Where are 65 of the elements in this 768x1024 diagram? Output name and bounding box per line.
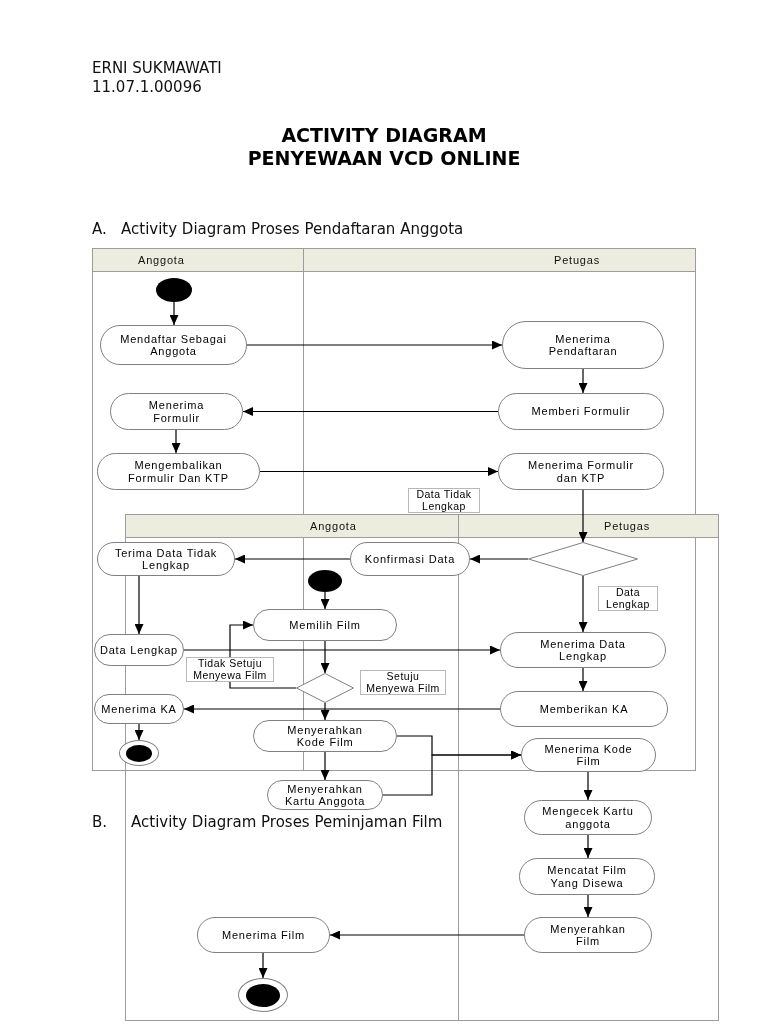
activity-node: Memberi Formulir xyxy=(498,393,664,430)
activity-node: Menyerahkan Kartu Anggota xyxy=(267,780,383,810)
decision-diamond xyxy=(528,542,638,576)
arrow xyxy=(583,834,593,859)
edge-label: Setuju Menyewa Film xyxy=(360,670,446,695)
arrow xyxy=(258,952,268,979)
arrow xyxy=(246,340,503,350)
arrow xyxy=(578,667,588,692)
arrow xyxy=(320,640,330,674)
arrow xyxy=(578,575,588,633)
activity-node: Menyerahkan Film xyxy=(524,917,652,953)
arrow xyxy=(183,704,501,714)
arrow xyxy=(259,467,499,476)
activity-node: Data Lengkap xyxy=(94,634,184,666)
arrow xyxy=(183,645,501,655)
title: ACTIVITY DIAGRAM PENYEWAAN VCD ONLINE xyxy=(246,124,522,170)
initial-node xyxy=(308,570,342,592)
lane-header: Anggota xyxy=(126,515,458,538)
arrow xyxy=(469,554,529,564)
activity-node: Terima Data Tidak Lengkap xyxy=(97,542,235,576)
author-name: ERNI SUKMAWATI xyxy=(92,59,222,78)
arrow xyxy=(329,930,525,940)
arrow xyxy=(578,368,588,394)
activity-node: Mengecek Kartu anggota xyxy=(524,800,652,835)
lane-header: Petugas xyxy=(304,249,695,272)
arrow xyxy=(242,407,499,416)
lane-header: Petugas xyxy=(459,515,718,538)
arrow xyxy=(134,575,144,635)
edge-label: Data Lengkap xyxy=(598,586,658,611)
list-marker: A. xyxy=(92,220,107,238)
arrow xyxy=(382,750,522,796)
activity-node: Menerima Pendaftaran xyxy=(502,321,664,369)
activity-node: Memilih Film xyxy=(253,609,397,641)
student-id: 11.07.1.00096 xyxy=(92,78,202,97)
arrow xyxy=(578,489,588,543)
list-marker: B. xyxy=(92,813,108,831)
activity-node: Menerima Film xyxy=(197,917,330,953)
activity-node: Menerima Formulir dan KTP xyxy=(498,453,664,490)
activity-node: Memberikan KA xyxy=(500,691,668,727)
activity-node: Menerima Kode Film xyxy=(521,738,656,772)
activity-node: Mencatat Film Yang Disewa xyxy=(519,858,655,895)
arrow xyxy=(171,429,181,454)
arrow xyxy=(134,723,144,741)
final-node xyxy=(238,978,288,1012)
activity-node: Menerima Formulir xyxy=(110,393,243,430)
final-node xyxy=(119,740,159,766)
activity-node: Menerima KA xyxy=(94,694,184,724)
arrow xyxy=(169,301,179,326)
decision-diamond xyxy=(296,673,354,703)
activity-node: Konfirmasi Data xyxy=(350,542,470,576)
arrow xyxy=(234,554,351,564)
arrow xyxy=(320,591,330,610)
section-heading: Activity Diagram Proses Pendaftaran Anggota xyxy=(121,220,464,238)
lane-header: Anggota xyxy=(93,249,303,272)
arrow xyxy=(320,751,330,781)
activity-node: Mengembalikan Formulir Dan KTP xyxy=(97,453,260,490)
edge-label: Tidak Setuju Menyewa Film xyxy=(186,657,274,682)
arrow xyxy=(583,771,593,801)
arrow xyxy=(583,894,593,918)
edge-label: Data Tidak Lengkap xyxy=(408,488,480,513)
activity-node: Menerima Data Lengkap xyxy=(500,632,666,668)
initial-node xyxy=(156,278,192,302)
activity-node: Menyerahkan Kode Film xyxy=(253,720,397,752)
arrow xyxy=(320,702,330,721)
activity-node: Mendaftar Sebagai Anggota xyxy=(100,325,247,365)
